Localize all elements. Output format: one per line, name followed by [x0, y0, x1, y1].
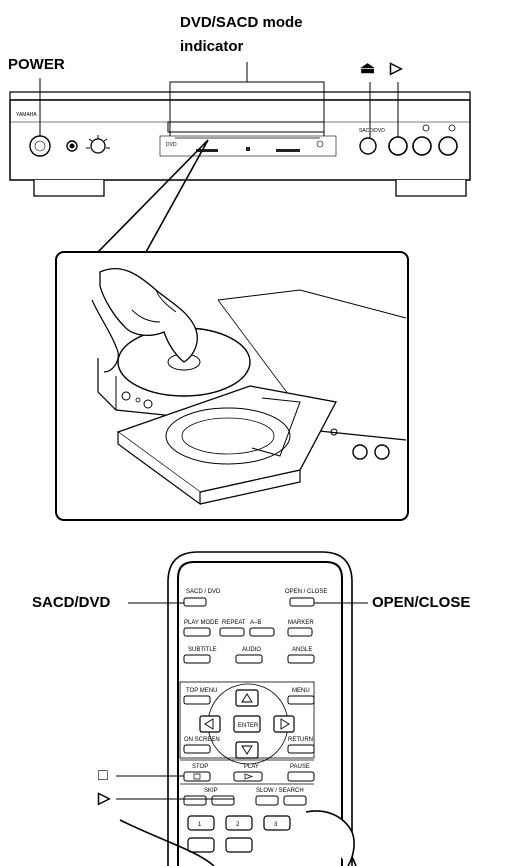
sacd-dvd-callout: SACD/DVD: [32, 594, 110, 612]
svg-text:DVD: DVD: [166, 142, 177, 148]
remote-skip-label: SKIP: [204, 788, 218, 794]
remote-sacd-dvd-label: SACD / DVD: [186, 589, 221, 595]
remote-skip-fwd-button[interactable]: [212, 796, 234, 805]
remote-on-screen-label: ON SCREEN: [184, 737, 220, 743]
remote-on-screen-button[interactable]: [184, 745, 210, 753]
eject-callout: ⏏: [360, 60, 375, 78]
eject-button[interactable]: [360, 138, 376, 154]
right-foot: [396, 180, 466, 196]
remote-pause-label: PAUSE: [290, 764, 310, 770]
remote-audio-button[interactable]: [236, 655, 262, 663]
remote-top-menu-label: TOP MENU: [186, 688, 217, 694]
mode-indicator-label-line2: indicator: [180, 38, 243, 56]
mode-indicator-label-line1: DVD/SACD mode: [180, 14, 303, 32]
stop-callout: □: [98, 767, 108, 785]
remote-search-back-button[interactable]: [256, 796, 278, 805]
play-callout: ▷: [390, 60, 402, 78]
remote-play-mode-button[interactable]: [184, 628, 210, 636]
remote-pause-button[interactable]: [288, 772, 314, 781]
remote-left-button[interactable]: [200, 716, 220, 732]
remote-a-b-label: A–B: [250, 620, 261, 626]
remote-search-fwd-button[interactable]: [284, 796, 306, 805]
remote-subtitle-label: SUBTITLE: [188, 647, 217, 653]
remote-audio-label: AUDIO: [242, 647, 261, 653]
dvd-player: YAMAHA DVD SACD/DVD: [10, 92, 470, 196]
disc-tray-slot: [168, 122, 324, 132]
remote-return-button[interactable]: [288, 745, 314, 753]
left-foot: [34, 180, 104, 196]
remote-right-button[interactable]: [274, 716, 294, 732]
remote-enter-label: ENTER: [238, 723, 259, 729]
remote-return-label: RETURN: [288, 737, 313, 743]
remote-sacd-dvd-button[interactable]: [184, 598, 206, 606]
remote-play-mode-label: PLAY MODE: [184, 620, 218, 626]
remote-marker-label: MARKER: [288, 620, 314, 626]
remote-a-b-button[interactable]: [250, 628, 274, 636]
remote-down-button[interactable]: [236, 742, 258, 758]
remote-up-button[interactable]: [236, 690, 258, 706]
remote-open-close-label: OPEN / CLOSE: [285, 589, 327, 595]
pause-button[interactable]: [413, 137, 431, 155]
remote-control: SACD / DVD OPEN / CLOSE PLAY MODE REPEAT…: [120, 552, 356, 866]
remote-menu-label: MENU: [292, 688, 310, 694]
player-brand: YAMAHA: [16, 112, 37, 118]
remote-top-menu-button[interactable]: [184, 696, 210, 704]
power-callout: POWER: [8, 56, 65, 74]
remote-open-close-button[interactable]: [290, 598, 314, 606]
remote-stop-button[interactable]: [184, 772, 210, 781]
stop-button[interactable]: [439, 137, 457, 155]
play-remote-callout: ▷: [98, 790, 110, 808]
remote-stop-label: STOP: [192, 764, 208, 770]
remote-angle-button[interactable]: [288, 655, 314, 663]
remote-play-label: PLAY: [244, 764, 259, 770]
remote-marker-button[interactable]: [288, 628, 312, 636]
open-close-callout: OPEN/CLOSE: [372, 594, 470, 612]
power-button[interactable]: [30, 136, 50, 156]
remote-menu-button[interactable]: [288, 696, 314, 704]
play-button[interactable]: [389, 137, 407, 155]
svg-text:SACD/DVD: SACD/DVD: [359, 128, 385, 134]
remote-slow-search-label: SLOW / SEARCH: [256, 788, 304, 794]
remote-subtitle-button[interactable]: [184, 655, 210, 663]
remote-play-button[interactable]: [234, 772, 262, 781]
remote-repeat-button[interactable]: [220, 628, 244, 636]
disc-insertion-inset: [56, 252, 408, 520]
remote-repeat-label: REPEAT: [222, 620, 246, 626]
remote-angle-label: ANGLE: [292, 647, 312, 653]
remote-skip-back-button[interactable]: [184, 796, 206, 805]
